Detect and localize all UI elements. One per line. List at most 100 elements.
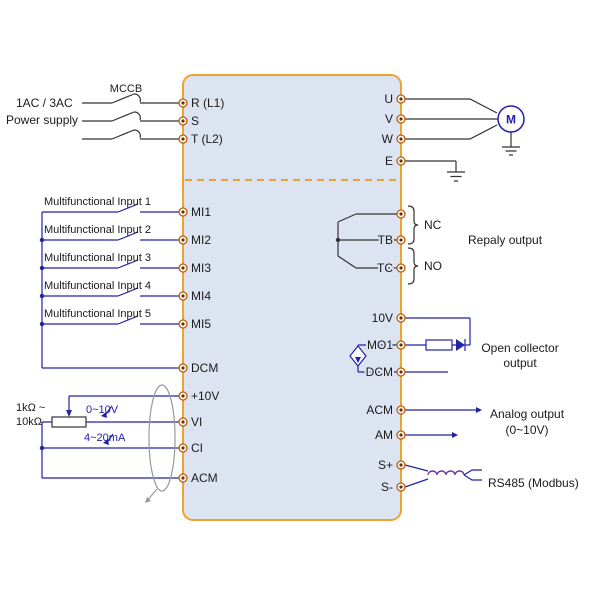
supply-label-line1: 1AC / 3AC — [16, 96, 73, 110]
terminal-label-w: W — [382, 132, 394, 146]
junction-dot — [335, 237, 341, 243]
terminal-label-mi5: MI5 — [191, 317, 211, 331]
voltage-range-label: 0~10V — [86, 404, 119, 416]
terminal-10v-right — [396, 313, 406, 323]
motor-ground-icon — [502, 132, 520, 156]
terminal-t — [178, 134, 188, 144]
acm-arrowhead — [476, 407, 482, 413]
terminal-tc — [396, 263, 406, 273]
relay-output-caption: Repaly output — [468, 233, 543, 247]
terminal-label-tb: TB — [378, 233, 393, 247]
junction-dot — [39, 265, 45, 271]
nc-label: NC — [424, 218, 442, 232]
motor-wires — [405, 98, 520, 182]
terminal-label-v: V — [385, 112, 393, 126]
terminal-tb — [396, 235, 406, 245]
motor-icon — [497, 105, 525, 133]
terminal-label-e: E — [385, 154, 393, 168]
load-resistor-icon — [425, 339, 453, 351]
terminal-label-u: U — [384, 92, 393, 106]
junction-dot — [39, 321, 45, 327]
terminal-label-s-plus: S+ — [378, 458, 393, 472]
terminal-label-am: AM — [375, 428, 393, 442]
wire-w — [405, 124, 498, 140]
terminal-label-s: S — [191, 114, 199, 128]
terminal-label-10v-left: +10V — [191, 389, 219, 403]
rs485-caption: RS485 (Modbus) — [488, 476, 579, 490]
mccb-label: MCCB — [110, 83, 142, 95]
terminal-acm-right — [396, 405, 406, 415]
terminal-mo1 — [396, 340, 406, 350]
mccb-breaker-icon — [111, 93, 141, 104]
terminal-label-acm-right: ACM — [366, 403, 393, 417]
twisted-pair-coil-icon — [427, 470, 465, 476]
terminal-am — [396, 430, 406, 440]
shielded-cable-icon — [148, 384, 176, 492]
mccb-breaker-icon — [111, 111, 141, 122]
current-range-label: 4~20mA — [84, 432, 126, 444]
supply-label-line2: Power supply — [6, 113, 78, 127]
pot-value-line1: 1kΩ ~ — [16, 402, 45, 414]
terminal-label-10v-right: 10V — [372, 311, 393, 325]
rs485-wires — [404, 464, 482, 488]
open-collector-wires — [349, 317, 471, 373]
junction-dot — [39, 445, 45, 451]
terminal-label-mi4: MI4 — [191, 289, 211, 303]
terminal-label-tc: TC — [377, 261, 393, 275]
terminal-label-t: T (L2) — [191, 132, 223, 146]
wire-rs485-right — [463, 469, 482, 481]
pot-value-line2: 10kΩ — [16, 416, 42, 428]
terminal-label-mi1: MI1 — [191, 205, 211, 219]
terminal-label-dcm-right: DCM — [366, 365, 393, 379]
wire-rs485-left — [404, 464, 429, 488]
nc-brace — [407, 205, 419, 245]
relay-output-wires — [335, 205, 419, 285]
wire-mi5-switch — [42, 315, 179, 325]
wiper-arrow-icon — [66, 410, 72, 417]
no-brace — [407, 247, 419, 285]
terminal-label-ci: CI — [191, 441, 203, 455]
terminal-label-s-minus: S- — [381, 480, 393, 494]
terminal-u — [396, 94, 406, 104]
wire-acm — [41, 421, 179, 479]
input-label-4: Multifunctional Input 4 — [44, 280, 151, 292]
analog-input-wires — [39, 395, 179, 479]
wire-mi4-switch — [42, 287, 179, 297]
shield-drain-arrowhead — [145, 497, 151, 503]
terminal-label-mo1: MO1 — [367, 338, 393, 352]
terminal-dcm-left — [178, 363, 188, 373]
analog-output-caption-line1: Analog output — [490, 407, 565, 421]
am-arrowhead — [452, 432, 458, 438]
analog-output-caption-line2: (0~10V) — [505, 423, 548, 437]
junction-dot — [39, 293, 45, 299]
mccb-breaker-icon — [111, 129, 141, 140]
power-input-wires — [82, 93, 179, 140]
wire-mi1-switch — [42, 203, 179, 213]
digital-input-wires — [39, 203, 179, 369]
terminal-s-minus — [396, 482, 406, 492]
input-label-2: Multifunctional Input 2 — [44, 224, 151, 236]
current-source-arrow-icon — [355, 357, 361, 363]
open-collector-caption-line2: output — [503, 356, 537, 370]
wire-u — [405, 98, 498, 114]
earth-ground-icon — [405, 160, 465, 182]
terminal-s — [178, 116, 188, 126]
terminal-acm-left — [178, 473, 188, 483]
junction-dot — [39, 237, 45, 243]
terminal-v — [396, 114, 406, 124]
terminal-w — [396, 134, 406, 144]
terminal-label-vi: VI — [191, 415, 202, 429]
terminal-s-plus — [396, 460, 406, 470]
diode-icon — [456, 339, 465, 351]
relay-no-contact — [337, 255, 397, 269]
potentiometer-icon — [51, 416, 87, 428]
terminal-relay-nc — [396, 209, 406, 219]
input-label-3: Multifunctional Input 3 — [44, 252, 151, 264]
terminal-mi3 — [178, 263, 188, 273]
analog-output-wires — [405, 407, 482, 438]
wire-10v — [68, 395, 179, 411]
terminal-r — [178, 98, 188, 108]
terminal-vi — [178, 417, 188, 427]
